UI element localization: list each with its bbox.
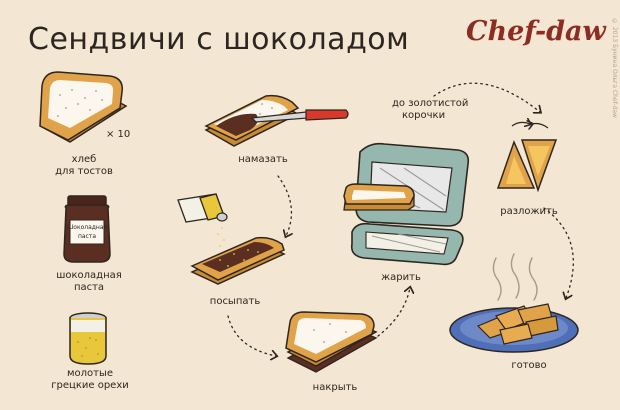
step-sprinkle-label: посыпать bbox=[209, 296, 261, 307]
golden-note-line1: до золотистой bbox=[392, 98, 469, 109]
golden-crust-note: до золотистой корочки bbox=[392, 98, 468, 122]
toast-triangles-icon bbox=[496, 122, 558, 193]
cover-sandwich-icon bbox=[285, 311, 378, 373]
plate-icon bbox=[449, 303, 579, 353]
bread-label-line2: для тостов bbox=[55, 166, 113, 177]
steam-icon bbox=[492, 253, 538, 301]
brand-logo: Chef-daw bbox=[466, 16, 606, 47]
bread-label-line1: хлеб bbox=[71, 154, 97, 165]
paste-label: шоколадная паста bbox=[34, 270, 144, 294]
nuts-label-line1: молотые bbox=[66, 368, 114, 379]
bread-quantity: × 10 bbox=[106, 129, 131, 140]
nuts-label-line2: грецкие орехи bbox=[51, 380, 129, 391]
golden-note-line2: корочки bbox=[402, 110, 446, 121]
sprinkle-sandwich-icon bbox=[190, 236, 286, 285]
paste-label-line2: паста bbox=[73, 282, 105, 293]
step-cover-label: накрыть bbox=[312, 382, 358, 393]
spread-sandwich-icon bbox=[204, 94, 300, 147]
paste-label-line1: шоколадная bbox=[56, 270, 122, 281]
jar-label-line1: Шоколадная bbox=[67, 224, 108, 231]
nuts-label: молотые грецкие орехи bbox=[30, 368, 150, 392]
step-spread-label: намазать bbox=[238, 154, 288, 165]
dotted-arrow-icon bbox=[227, 82, 574, 356]
step-layout-label: разложить bbox=[500, 206, 558, 217]
nuts-jar-icon bbox=[69, 312, 107, 365]
jar-label-line2: паста bbox=[78, 233, 96, 240]
bread-icon bbox=[39, 71, 128, 143]
copyright-note: © 2013 Бунина Ольга Chef-daw bbox=[611, 18, 618, 118]
step-fry-label: жарить bbox=[381, 272, 421, 283]
fry-sandwich-icon bbox=[343, 183, 415, 211]
page-title: Сендвичи с шоколадом bbox=[28, 22, 410, 57]
knife-icon bbox=[250, 109, 349, 123]
jar-icon: Шоколадная паста bbox=[63, 195, 111, 263]
step-ready-label: готово bbox=[511, 360, 547, 371]
shaker-icon bbox=[177, 193, 228, 253]
bread-label: хлеб для тостов bbox=[34, 154, 134, 178]
